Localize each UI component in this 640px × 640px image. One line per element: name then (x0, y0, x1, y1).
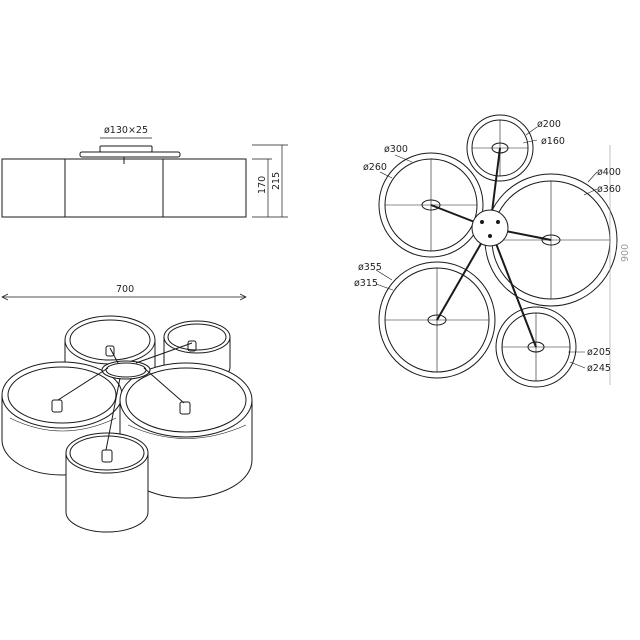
shade-d-inner-label: ø315 (354, 278, 378, 289)
width-dim-arrow-right (239, 293, 247, 301)
shade-b-inner-label: ø160 (541, 136, 565, 147)
shade-c-outer-label: ø400 (597, 167, 621, 178)
persp-shade-right (119, 362, 253, 499)
shade-b-outer-label: ø200 (537, 119, 561, 130)
persp-shade-front (65, 432, 149, 533)
overall-span-label: 900 (620, 244, 631, 262)
top-view (378, 114, 618, 388)
width-dim-arrow-left (1, 293, 9, 301)
shade-d-outer-label: ø355 (358, 262, 382, 273)
top-frame (430, 147, 552, 348)
shade-a-outer-label: ø300 (384, 144, 408, 155)
perspective-view (1, 315, 253, 533)
height-body-label: 170 (257, 176, 268, 194)
shade-e-inner-label: ø205 (587, 347, 611, 358)
width-label: 700 (116, 284, 134, 295)
ceiling-canopy (79, 151, 181, 158)
canopy-plate (99, 145, 153, 153)
side-body (1, 158, 247, 218)
mount-dim-label: ø130×25 (104, 125, 148, 136)
shade-e-outer-label: ø245 (587, 363, 611, 374)
leader-lines (375, 126, 598, 369)
shade-a-inner-label: ø260 (363, 162, 387, 173)
side-view (1, 137, 288, 301)
top-shade-d (378, 261, 496, 379)
height-total-label: 215 (271, 172, 282, 190)
shade-c-inner-label: ø360 (597, 184, 621, 195)
persp-frame (51, 340, 197, 463)
